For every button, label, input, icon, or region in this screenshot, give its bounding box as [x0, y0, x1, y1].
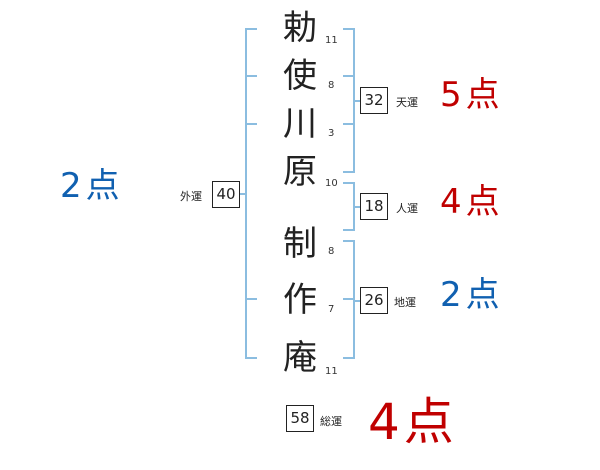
tenun-value: 32 — [360, 87, 388, 114]
chiun-score: 2点 — [440, 275, 504, 315]
jinun-score: 4点 — [440, 182, 504, 222]
tenun-score: 5点 — [440, 75, 504, 115]
gaiun-label: 外運 — [180, 190, 202, 203]
souun-label: 総運 — [320, 415, 342, 428]
stroke-count: 8 — [328, 80, 335, 91]
chiun-value: 26 — [360, 287, 388, 314]
stroke-count: 10 — [325, 178, 338, 189]
name-char: 原 — [283, 152, 317, 192]
stroke-count: 11 — [325, 366, 338, 377]
name-char: 作 — [283, 280, 317, 320]
tenun-label: 天運 — [396, 96, 418, 109]
stroke-count: 3 — [328, 128, 335, 139]
souun-score: 4点 — [368, 393, 458, 451]
stroke-count: 11 — [325, 35, 338, 46]
souun-value: 58 — [286, 405, 314, 432]
stroke-count: 7 — [328, 304, 335, 315]
name-char: 勅 — [283, 8, 317, 48]
name-char: 川 — [283, 104, 317, 144]
gaiun-score: 2点 — [60, 166, 124, 206]
gaiun-value: 40 — [212, 181, 240, 208]
name-char: 庵 — [283, 338, 317, 378]
jinun-label: 人運 — [396, 202, 418, 215]
jinun-value: 18 — [360, 193, 388, 220]
name-char: 制 — [283, 224, 317, 264]
stroke-count: 8 — [328, 246, 335, 257]
chiun-label: 地運 — [394, 296, 416, 309]
name-char: 使 — [283, 56, 317, 96]
